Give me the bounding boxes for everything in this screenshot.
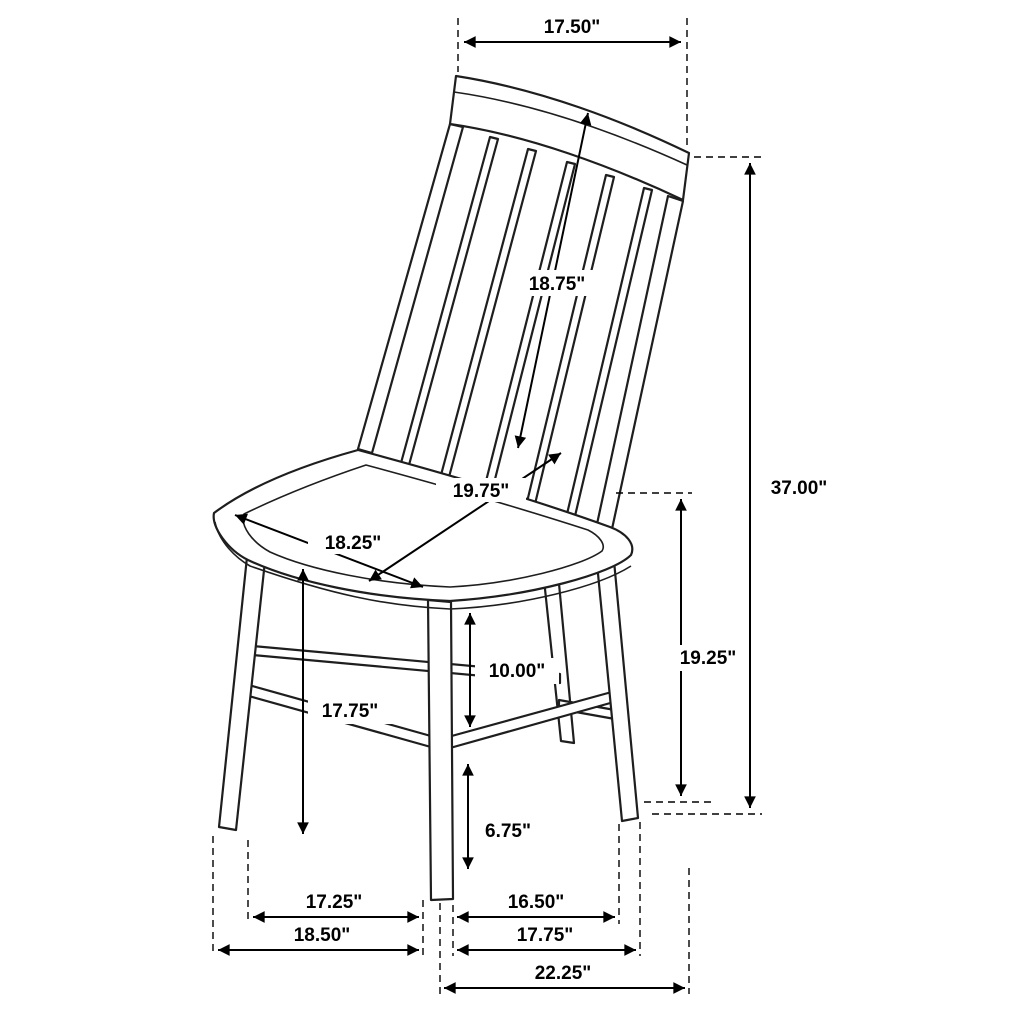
- back-post-left: [356, 122, 465, 455]
- dim-top-width-label: 17.50": [544, 17, 601, 38]
- seat-outline: [212, 448, 634, 603]
- dim-stretcher-to-floor-label: 6.75": [485, 821, 531, 842]
- dim-seat-height-rear: 19.25": [616, 492, 744, 803]
- dim-seat-to-stretcher-label: 10.00": [489, 661, 546, 682]
- dim-leg-span-front-inner: 17.25": [252, 890, 419, 923]
- dim-back-diagonal: 18.75": [512, 112, 602, 449]
- label-bg: [308, 698, 392, 724]
- back-spindle: [482, 160, 577, 493]
- chair-backrest: [356, 74, 691, 531]
- dim-seat-diagonal-label: 19.75": [453, 481, 510, 502]
- dim-overall-height-label: 37.00": [771, 478, 828, 499]
- chair-seat: [212, 448, 634, 610]
- dim-seat-height-front: 17.75": [297, 569, 392, 834]
- dim-overall-depth-label: 22.25": [535, 963, 592, 984]
- dim-top-width: 17.50": [457, 14, 688, 148]
- dim-seat-width-label: 18.25": [325, 533, 382, 554]
- label-bg: [473, 818, 543, 844]
- dim-overall-height: 37.00": [652, 156, 843, 815]
- leg-front-right: [426, 598, 455, 902]
- dim-stretcher-to-floor: 6.75": [462, 764, 543, 869]
- label-bg: [279, 923, 365, 945]
- label-bg: [436, 478, 526, 502]
- bottom-extension-lines: [212, 822, 690, 994]
- dim-seat-height-rear-label: 19.25": [680, 648, 737, 669]
- label-bg: [502, 923, 588, 945]
- label-bg: [475, 658, 559, 684]
- dim-seat-width: 18.25": [234, 513, 424, 589]
- dim-leg-span-side-inner-label: 16.50": [508, 892, 565, 913]
- dim-leg-span-front-outer: 18.50": [218, 923, 419, 956]
- leg-rear-right: [594, 548, 640, 823]
- label-bg: [493, 890, 579, 912]
- stretcher-right-side: [446, 688, 623, 750]
- label-bg: [672, 645, 744, 671]
- chair-base: [217, 548, 640, 902]
- label-bg: [527, 14, 617, 38]
- dim-leg-span-front-inner-label: 17.25": [306, 892, 363, 913]
- label-bg: [757, 475, 843, 501]
- dim-seat-diagonal: 19.75": [368, 452, 562, 582]
- dimension-annotations: 17.50" 18.75" 37.00" 19.25": [212, 14, 843, 994]
- label-bg: [291, 890, 377, 912]
- dim-overall-depth: 22.25": [444, 961, 685, 994]
- dim-leg-span-side-inner: 16.50": [457, 890, 615, 923]
- dim-seat-to-stretcher: 10.00": [464, 613, 559, 727]
- dim-leg-span-front-outer-label: 18.50": [294, 925, 351, 946]
- dim-leg-span-side-outer-label: 17.75": [517, 925, 574, 946]
- label-bg: [520, 961, 606, 983]
- label-bg: [308, 530, 398, 554]
- label-bg: [512, 270, 602, 296]
- dim-back-diagonal-label: 18.75": [529, 274, 586, 295]
- dim-leg-span-side-outer: 17.75": [457, 923, 636, 956]
- dim-seat-height-front-label: 17.75": [322, 701, 379, 722]
